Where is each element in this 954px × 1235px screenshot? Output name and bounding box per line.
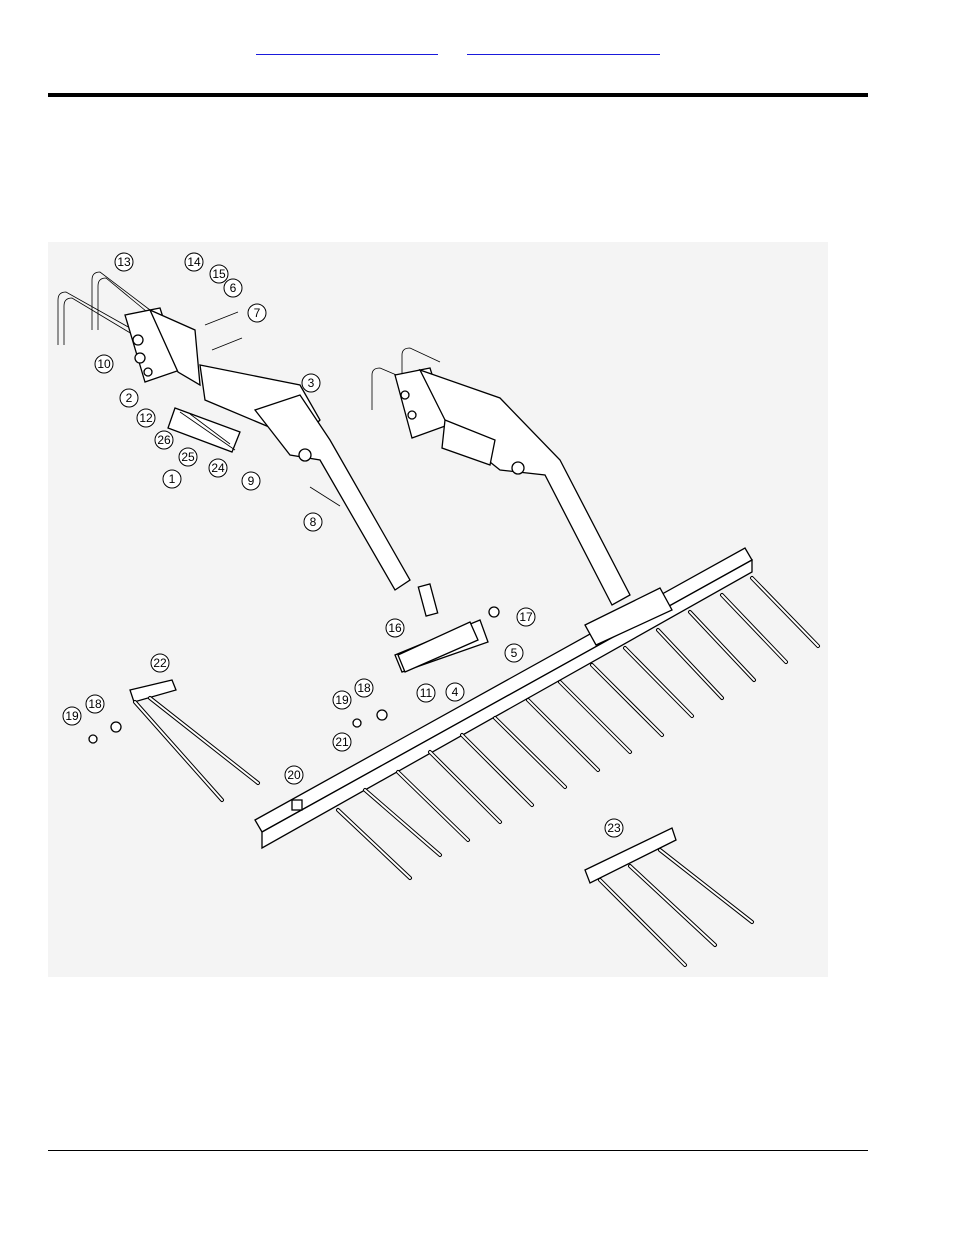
callout-18: 18 [355,679,373,697]
callout-14: 14 [185,253,203,271]
callout-6: 6 [224,279,242,297]
callout-number: 25 [181,450,195,464]
callout-15: 15 [210,265,228,283]
callout-25: 25 [179,448,197,466]
bolt-7 [212,338,242,350]
callout-number: 18 [88,697,102,711]
callout-9: 9 [242,472,260,490]
callout-number: 6 [230,281,237,295]
callout-1: 1 [163,470,181,488]
callout-19: 19 [63,707,81,725]
footer-rule [48,1150,868,1151]
callout-number: 22 [153,656,167,670]
nut-19-left [89,735,97,743]
nut-19-mid [353,719,361,727]
callout-number: 11 [420,686,433,700]
callout-number: 1 [169,472,176,486]
callout-number: 24 [211,461,225,475]
bolt-20 [292,800,302,810]
spring [168,408,240,452]
callout-20: 20 [285,766,303,784]
callout-12: 12 [137,409,155,427]
callout-13: 13 [115,253,133,271]
callout-19: 19 [333,691,351,709]
callout-number: 10 [97,357,111,371]
callout-number: 2 [126,391,133,405]
callout-number: 17 [519,610,533,624]
washer-18-left [111,722,121,732]
callout-4: 4 [446,683,464,701]
callout-16: 16 [386,619,404,637]
callout-number: 13 [117,255,131,269]
callout-2: 2 [120,389,138,407]
bolt-6 [205,312,238,325]
left-mount-assembly [58,272,200,385]
callout-number: 4 [452,685,459,699]
right-end-tines [585,828,752,965]
callout-5: 5 [505,644,523,662]
left-end-tines [130,680,258,800]
callout-number: 23 [607,821,621,835]
callout-21: 21 [333,733,351,751]
callout-number: 15 [212,267,226,281]
callout-number: 12 [139,411,153,425]
callout-3: 3 [302,374,320,392]
callout-number: 19 [335,693,349,707]
callout-10: 10 [95,355,113,373]
callout-number: 5 [511,646,518,660]
callout-23: 23 [605,819,623,837]
callout-number: 26 [157,433,171,447]
callout-26: 26 [155,431,173,449]
right-mount-assembly [372,348,630,605]
callout-number: 21 [335,735,349,749]
callout-number: 8 [310,515,317,529]
callout-8: 8 [304,513,322,531]
main-toolbar [255,548,752,848]
callout-number: 9 [248,474,255,488]
main-tines [338,578,818,878]
bolt-8 [310,487,340,506]
callout-22: 22 [151,654,169,672]
callout-11: 11 [417,684,435,702]
callout-24: 24 [209,459,227,477]
callout-number: 18 [357,681,371,695]
callout-number: 20 [287,768,301,782]
callout-number: 19 [65,709,79,723]
callout-18: 18 [86,695,104,713]
callout-number: 14 [187,255,201,269]
callout-7: 7 [248,304,266,322]
callout-number: 16 [388,621,402,635]
washer-18-mid [377,710,387,720]
callout-number: 7 [254,306,261,320]
callout-17: 17 [517,608,535,626]
callout-number: 3 [308,376,315,390]
